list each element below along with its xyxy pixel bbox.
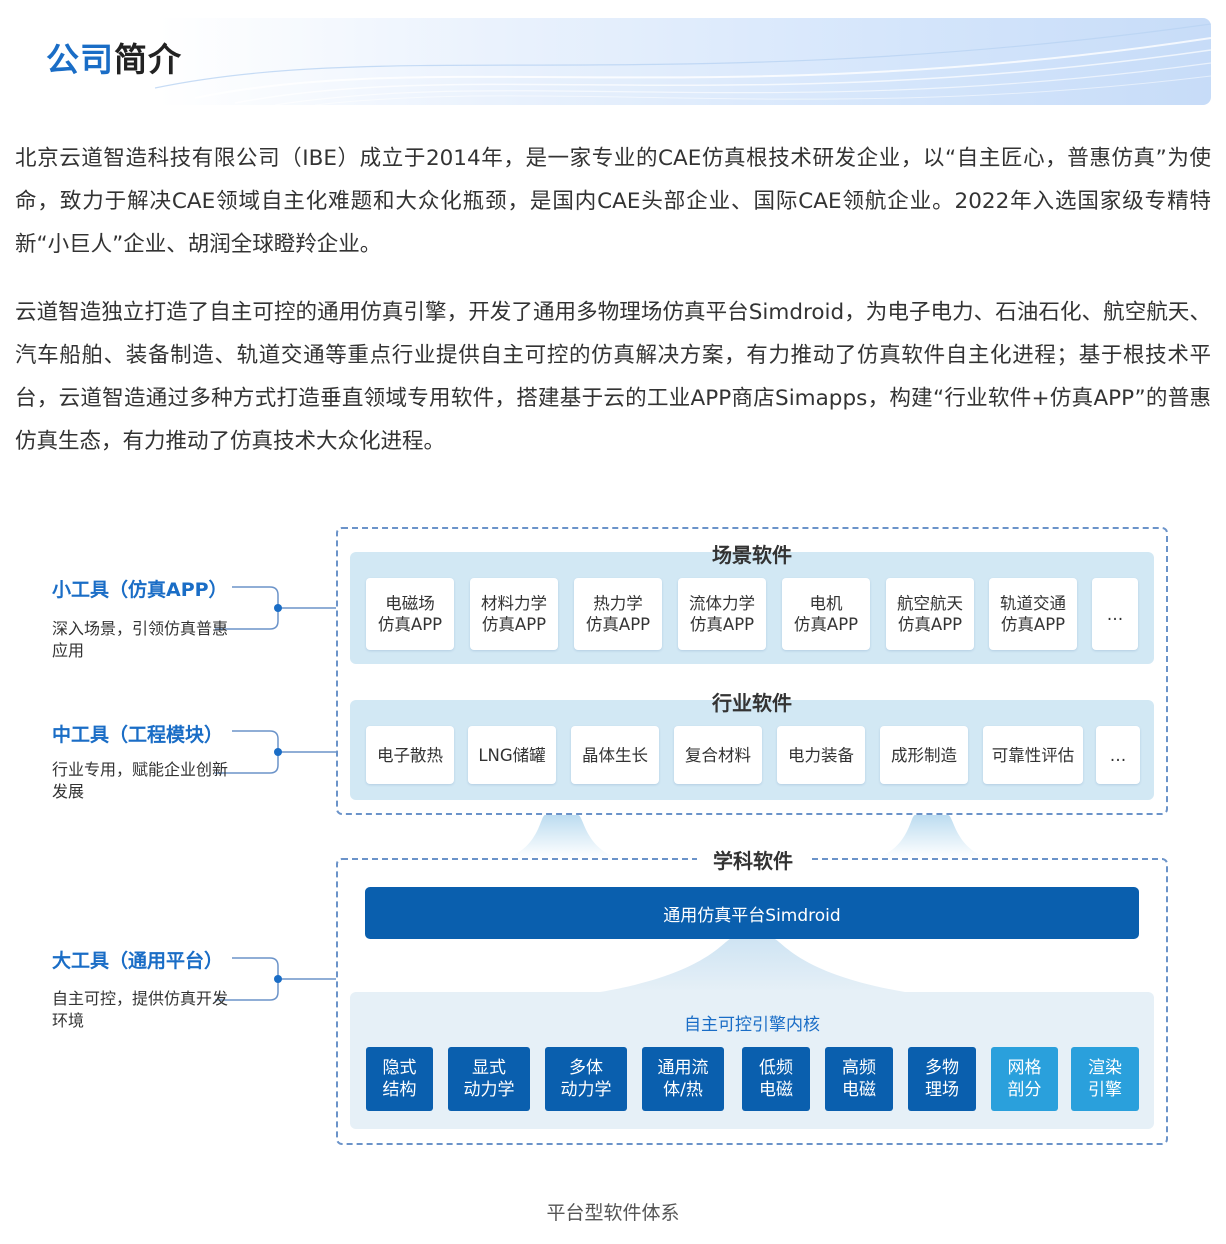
scene-card-4: 流体力学仿真APP [678,578,766,650]
industry-card-2: LNG储罐 [468,726,556,784]
diagram-caption: 平台型软件体系 [546,1202,680,1224]
scene-software-title: 场景软件 [712,543,792,567]
label-large-tool-title: 大工具（通用平台） [52,950,224,972]
engine-card-7: 多物理场 [908,1047,976,1111]
bracket-connector-medium [215,730,336,774]
page-title: 公司简介 [46,40,182,80]
label-medium-tool-title: 中工具（工程模块） [52,724,224,746]
scene-card-7: 轨道交通仿真APP [989,578,1077,650]
wave-connector-left [508,815,616,858]
engine-core-title: 自主可控引擎内核 [684,1015,820,1035]
industry-card-7: 可靠性评估 [983,726,1083,784]
engine-card-5: 低频电磁 [742,1047,810,1111]
industry-software-title: 行业软件 [712,691,792,715]
scene-card-2: 材料力学仿真APP [470,578,558,650]
label-medium-tool-desc: 行业专用，赋能企业创新发展 [52,760,229,801]
engine-card-2: 显式动力学 [448,1047,530,1111]
industry-card-3: 晶体生长 [571,726,659,784]
bracket-connector-small [215,586,336,630]
title-part1: 公司 [46,40,114,79]
scene-card-5: 电机仿真APP [782,578,870,650]
header-banner [15,18,1211,105]
label-small-tool-desc: 深入场景，引领仿真普惠应用 [52,619,229,660]
engine-card-3: 多体动力学 [545,1047,627,1111]
industry-card-1: 电子散热 [366,726,454,784]
scene-card-8: … [1092,578,1138,650]
bracket-connector-large [215,957,336,1001]
industry-card-6: 成形制造 [880,726,968,784]
discipline-software-title: 学科软件 [697,845,809,874]
upper-dashed-frame [336,527,1168,815]
simdroid-platform-bar: 通用仿真平台Simdroid [365,887,1139,939]
engine-card-6: 高频电磁 [825,1047,893,1111]
banner-wave-decoration [154,23,1211,105]
engine-card-1: 隐式结构 [366,1047,433,1111]
title-part2: 简介 [114,40,182,79]
wave-connector-right [878,815,986,858]
industry-card-4: 复合材料 [674,726,762,784]
label-large-tool-desc: 自主可控，提供仿真开发环境 [52,989,229,1030]
engine-card-4: 通用流体/热 [642,1047,724,1111]
intro-paragraph-2: 云道智造独立打造了自主可控的通用仿真引擎，开发了通用多物理场仿真平台Simdro… [15,300,1211,454]
label-small-tool-title: 小工具（仿真APP） [52,579,228,601]
funnel-connector [600,939,905,992]
engine-card-9: 渲染引擎 [1071,1047,1139,1111]
engine-card-8: 网格剖分 [991,1047,1058,1111]
intro-paragraph-1: 北京云道智造科技有限公司（IBE）成立于2014年，是一家专业的CAE仿真根技术… [15,146,1211,257]
scene-card-1: 电磁场仿真APP [366,578,454,650]
scene-card-6: 航空航天仿真APP [886,578,974,650]
industry-card-8: … [1096,726,1140,784]
industry-card-5: 电力装备 [777,726,865,784]
scene-card-3: 热力学仿真APP [574,578,662,650]
